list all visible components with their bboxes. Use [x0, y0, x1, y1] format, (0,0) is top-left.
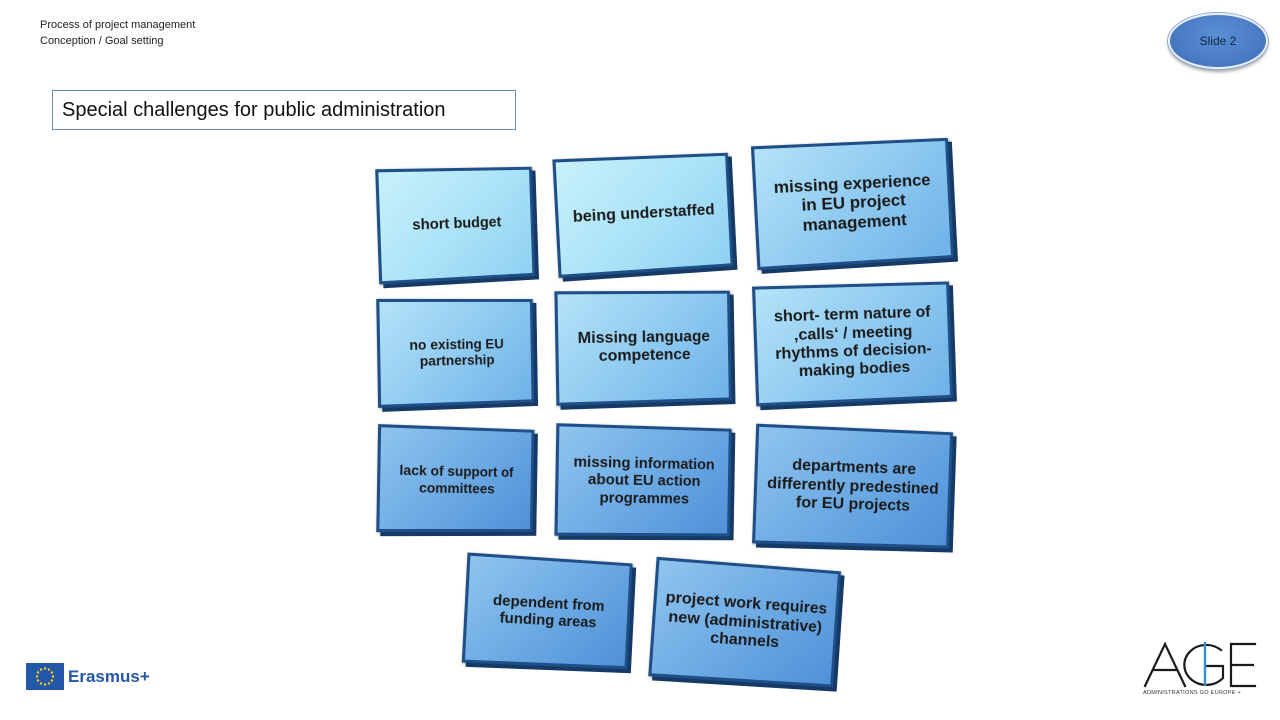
header-line-2: Conception / Goal setting [40, 35, 164, 47]
challenge-label: missing experience in EU project managem… [773, 169, 931, 235]
erasmus-logo: Erasmus+ [26, 663, 156, 691]
age-logo-mark [1143, 641, 1257, 688]
challenge-label: no existing EU partnership [409, 335, 504, 369]
challenge-tile-committees: lack of support of committees [376, 424, 535, 533]
header-text: Process of project management Conception… [40, 17, 195, 49]
challenge-tile-no-partnership: no existing EU partnership [376, 298, 535, 408]
challenge-tile-language: Missing language competence [554, 290, 732, 406]
challenge-label: short- term nature of ‚calls‘ / meeting … [773, 303, 932, 381]
erasmus-wordmark: Erasmus+ [68, 667, 150, 686]
challenge-label: project work requires new (administrativ… [665, 589, 828, 652]
challenge-tile-understaffed: being understaffed [552, 152, 734, 278]
header-line-1: Process of project management [40, 19, 196, 31]
challenge-label: dependent from funding areas [492, 591, 605, 632]
challenge-tile-new-channels: project work requires new (administrativ… [648, 556, 841, 688]
challenge-label: departments are differently predestined … [766, 456, 939, 515]
slide-number-badge: Slide 2 [1168, 13, 1268, 69]
challenge-label: lack of support of committees [399, 462, 514, 496]
challenge-tile-departments: departments are differently predestined … [752, 423, 953, 549]
challenge-label: Missing language competence [577, 327, 710, 366]
age-tagline: ADMINISTRATIONS GO EUROPE + [1143, 690, 1241, 696]
age-logo: ADMINISTRATIONS GO EUROPE + [1143, 640, 1263, 702]
challenge-label: short budget [412, 213, 502, 235]
challenge-label: being understaffed [572, 201, 715, 226]
challenge-tile-missing-experience: missing experience in EU project managem… [750, 137, 954, 271]
challenge-tile-short-budget: short budget [375, 166, 536, 285]
challenge-tile-missing-information: missing information about EU action prog… [554, 423, 732, 537]
challenge-tile-funding-areas: dependent from funding areas [461, 552, 633, 670]
eu-flag-icon [26, 663, 64, 690]
challenge-tile-short-term-calls: short- term nature of ‚calls‘ / meeting … [752, 281, 953, 407]
slide-subtitle: Special challenges for public administra… [52, 90, 516, 130]
challenge-label: missing information about EU action prog… [573, 453, 715, 508]
